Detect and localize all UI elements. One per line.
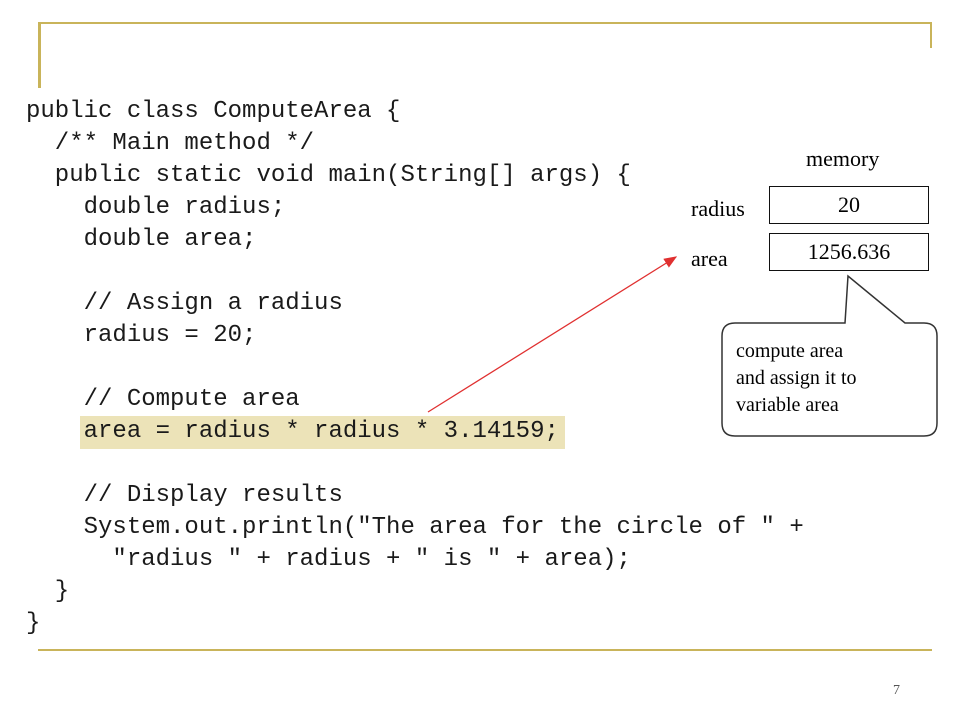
code-line: "radius " + radius + " is " + area); xyxy=(26,546,631,573)
code-listing: public class ComputeArea { /** Main meth… xyxy=(26,96,804,640)
code-line: // Display results xyxy=(26,482,343,509)
code-line-highlighted: area = radius * radius * 3.14159; xyxy=(26,416,804,449)
code-line: radius = 20; xyxy=(26,322,257,349)
code-line xyxy=(26,448,804,480)
callout-line: compute area xyxy=(736,340,844,362)
decor-right-tick xyxy=(930,22,932,48)
decor-left-bar xyxy=(38,22,41,88)
code-line xyxy=(26,256,804,288)
callout-line: and assign it to xyxy=(736,367,857,389)
callout-text: compute area and assign it to variable a… xyxy=(736,338,926,419)
memory-cell-radius: 20 xyxy=(769,186,929,224)
code-line: /** Main method */ xyxy=(26,130,315,157)
variable-label-area: area xyxy=(691,246,728,271)
page-number: 7 xyxy=(893,683,900,698)
code-line: double area; xyxy=(26,226,257,253)
code-indent xyxy=(26,418,84,445)
code-line: double radius; xyxy=(26,194,286,221)
decor-bottom-rule xyxy=(38,649,932,651)
memory-title: memory xyxy=(806,146,880,171)
code-line xyxy=(26,352,804,384)
decor-top-rule xyxy=(38,22,932,24)
code-line: // Assign a radius xyxy=(26,290,343,317)
highlighted-statement: area = radius * radius * 3.14159; xyxy=(79,416,565,449)
variable-label-radius: radius xyxy=(691,196,745,221)
code-line: } xyxy=(26,610,41,637)
memory-cell-area: 1256.636 xyxy=(769,233,929,271)
code-line: public static void main(String[] args) { xyxy=(26,162,631,189)
code-line: public class ComputeArea { xyxy=(26,98,401,125)
callout-line: variable area xyxy=(736,394,839,416)
code-line: } xyxy=(26,578,70,605)
code-line: System.out.println("The area for the cir… xyxy=(26,514,804,541)
code-line: // Compute area xyxy=(26,386,300,413)
